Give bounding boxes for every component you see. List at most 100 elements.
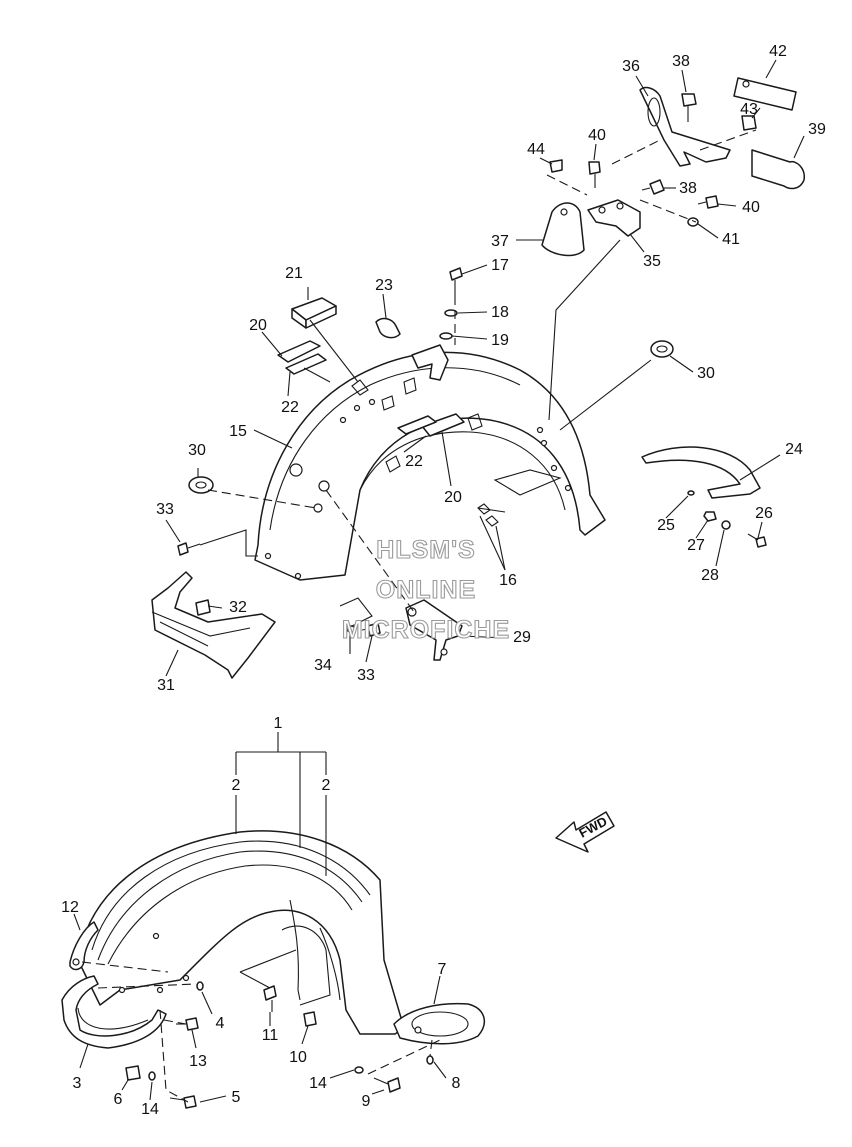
callout-20-right: 20 xyxy=(444,489,462,506)
callout-37: 37 xyxy=(491,233,509,250)
callout-18: 18 xyxy=(491,304,509,321)
callout-2-right: 2 xyxy=(322,777,331,794)
callout-40-right: 40 xyxy=(742,199,760,216)
callout-5: 5 xyxy=(232,1089,241,1106)
washer-41 xyxy=(687,217,699,227)
callout-6: 6 xyxy=(114,1091,123,1108)
nut-6 xyxy=(125,1065,141,1081)
bolt-40-top xyxy=(588,161,601,188)
callout-30-left: 30 xyxy=(188,442,206,459)
callout-7: 7 xyxy=(438,961,447,978)
callout-16: 16 xyxy=(499,572,517,589)
watermark-line-1: HLSM'S xyxy=(376,536,475,564)
callout-44: 44 xyxy=(527,141,545,158)
callout-14-left: 14 xyxy=(141,1101,159,1118)
callout-39: 39 xyxy=(808,121,826,138)
nut-27 xyxy=(703,511,717,522)
callout-12: 12 xyxy=(61,899,79,916)
callout-24: 24 xyxy=(785,441,803,458)
callout-21: 21 xyxy=(285,265,303,282)
bolt-38-mid xyxy=(641,179,665,195)
callout-28: 28 xyxy=(701,567,719,584)
callout-9: 9 xyxy=(362,1093,371,1110)
damper-20-right xyxy=(421,413,465,437)
callout-30-right: 30 xyxy=(697,365,715,382)
upper-callout-leaders xyxy=(165,59,805,677)
washer-4 xyxy=(196,981,204,991)
callout-36: 36 xyxy=(622,58,640,75)
flap-3 xyxy=(61,975,167,1049)
callout-38-top: 38 xyxy=(672,53,690,70)
callout-1: 1 xyxy=(274,715,283,732)
callout-10: 10 xyxy=(289,1049,307,1066)
callout-33-lower: 33 xyxy=(357,667,375,684)
bolt-38-top xyxy=(681,93,697,122)
nut-44 xyxy=(549,159,563,173)
callout-29: 29 xyxy=(513,629,531,646)
bolt-13 xyxy=(176,1017,199,1031)
light-39 xyxy=(751,149,805,190)
washer-18 xyxy=(444,309,458,317)
callout-2-left: 2 xyxy=(232,777,241,794)
callout-41: 41 xyxy=(722,231,740,248)
bolt-33-lower xyxy=(361,622,381,637)
callout-3: 3 xyxy=(73,1075,82,1092)
callout-43: 43 xyxy=(740,101,758,118)
bolt-26 xyxy=(747,533,767,548)
callout-25: 25 xyxy=(657,517,675,534)
inner-panel xyxy=(239,925,331,1006)
damper-16 xyxy=(477,503,499,527)
upper-assembly-lines xyxy=(199,129,757,627)
callout-27: 27 xyxy=(687,537,705,554)
callout-11: 11 xyxy=(262,1027,279,1044)
callout-22-left: 22 xyxy=(281,399,299,416)
callout-15: 15 xyxy=(229,423,247,440)
callout-13: 13 xyxy=(189,1053,207,1070)
plate-22-right xyxy=(397,415,437,435)
watermark-line-3: MICROFICHE xyxy=(342,616,510,644)
nut-32 xyxy=(195,599,211,616)
cover-37 xyxy=(541,202,585,257)
pad-21 xyxy=(291,297,337,329)
bracket-35 xyxy=(587,199,641,237)
bracket-29 xyxy=(405,599,463,661)
nut-43 xyxy=(741,115,757,131)
callout-17: 17 xyxy=(491,257,509,274)
washer-14-right xyxy=(354,1066,364,1074)
bolt-17 xyxy=(449,267,463,296)
bracket-7 xyxy=(393,1002,486,1045)
callout-labels: 1 2 2 3 4 5 6 7 8 9 10 11 12 13 14 14 15… xyxy=(61,43,826,1118)
stay-24 xyxy=(641,446,761,499)
damper-20-left xyxy=(277,340,321,363)
washer-25 xyxy=(687,490,695,496)
callout-19: 19 xyxy=(491,332,509,349)
callout-35: 35 xyxy=(643,253,661,270)
washer-28 xyxy=(721,520,731,530)
bracket-12 xyxy=(69,921,99,971)
washer-8 xyxy=(426,1055,434,1065)
bolt-40-right xyxy=(697,195,719,209)
flap-31 xyxy=(151,571,276,679)
watermark: HLSM'S ONLINE MICROFICHE xyxy=(341,535,510,644)
rear-fender-15 xyxy=(254,351,606,581)
bolt-33-left xyxy=(177,542,201,556)
lower-assembly-lines xyxy=(81,961,441,1103)
watermark-line-2: ONLINE xyxy=(376,576,476,604)
callout-4: 4 xyxy=(216,1015,225,1032)
nut-10 xyxy=(303,1011,317,1027)
stay-36 xyxy=(639,86,731,167)
callout-20-left: 20 xyxy=(249,317,267,334)
washer-34 xyxy=(346,625,356,633)
bolt-11 xyxy=(263,985,277,1012)
callout-23: 23 xyxy=(375,277,393,294)
callout-42: 42 xyxy=(769,43,787,60)
spring-washer-19 xyxy=(439,332,453,340)
fwd-arrow-icon: FWD xyxy=(555,811,615,853)
washer-14-left xyxy=(148,1071,156,1081)
callout-33-left: 33 xyxy=(156,501,174,518)
clamp-23 xyxy=(375,317,401,339)
grommet-30-right xyxy=(650,340,674,358)
callout-8: 8 xyxy=(452,1075,461,1092)
rear-fender-1 xyxy=(77,830,405,1035)
